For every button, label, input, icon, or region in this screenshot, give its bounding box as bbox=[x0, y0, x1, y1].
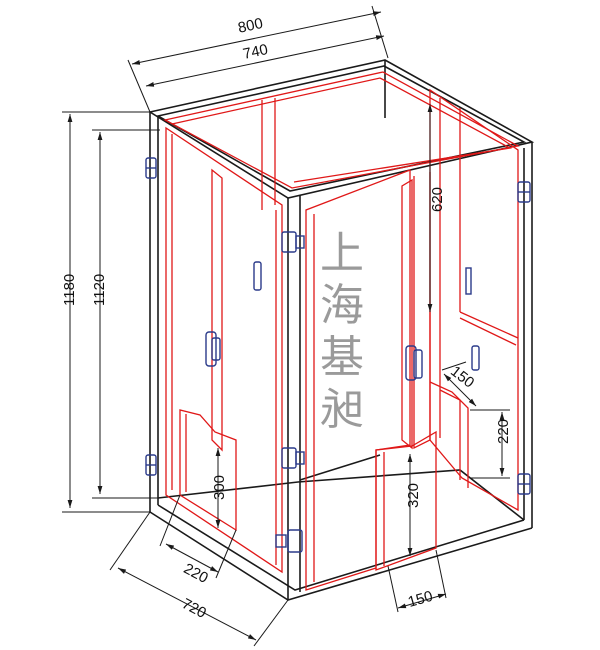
hinge-front-bottom bbox=[275, 529, 303, 553]
bracket-right-upper bbox=[465, 267, 472, 295]
dim-right-small-height: 220 bbox=[495, 419, 512, 444]
dim-front-threshold-height: 320 bbox=[405, 483, 422, 508]
watermark-char-4: 昶 bbox=[320, 384, 364, 435]
dimension-lines bbox=[62, 5, 510, 647]
dim-left-inner-height: 1120 bbox=[91, 274, 108, 306]
hinge-right-top bbox=[517, 181, 531, 203]
watermark-char-3: 基 bbox=[320, 332, 364, 383]
hinge-right-bottom bbox=[517, 473, 531, 495]
handle-back-panel bbox=[253, 261, 262, 291]
watermark: 上 海 基 昶 bbox=[320, 228, 364, 435]
dim-bottom-depth: 720 bbox=[179, 595, 209, 622]
dim-right-upper-height: 620 bbox=[429, 187, 446, 212]
hardware bbox=[145, 157, 531, 553]
hinge-mid-top bbox=[281, 231, 305, 253]
dim-left-threshold-height: 300 bbox=[211, 475, 228, 500]
hinge-left-bottom bbox=[145, 454, 157, 476]
dim-left-threshold-width: 220 bbox=[181, 560, 211, 587]
watermark-char-2: 海 bbox=[320, 280, 364, 331]
hinge-mid-bottom bbox=[281, 447, 305, 469]
handle-front-door bbox=[405, 345, 423, 381]
watermark-char-1: 上 bbox=[320, 228, 364, 279]
dim-front-threshold-width: 150 bbox=[406, 588, 435, 611]
handle-right-panel bbox=[471, 345, 480, 371]
hinge-left-top bbox=[145, 157, 157, 179]
dim-top-outer-width: 800 bbox=[236, 15, 264, 37]
dim-top-inner-width: 740 bbox=[241, 41, 269, 63]
handle-left-door bbox=[205, 331, 221, 367]
glass-panels bbox=[163, 71, 520, 591]
dim-left-outer-height: 1180 bbox=[61, 274, 78, 306]
